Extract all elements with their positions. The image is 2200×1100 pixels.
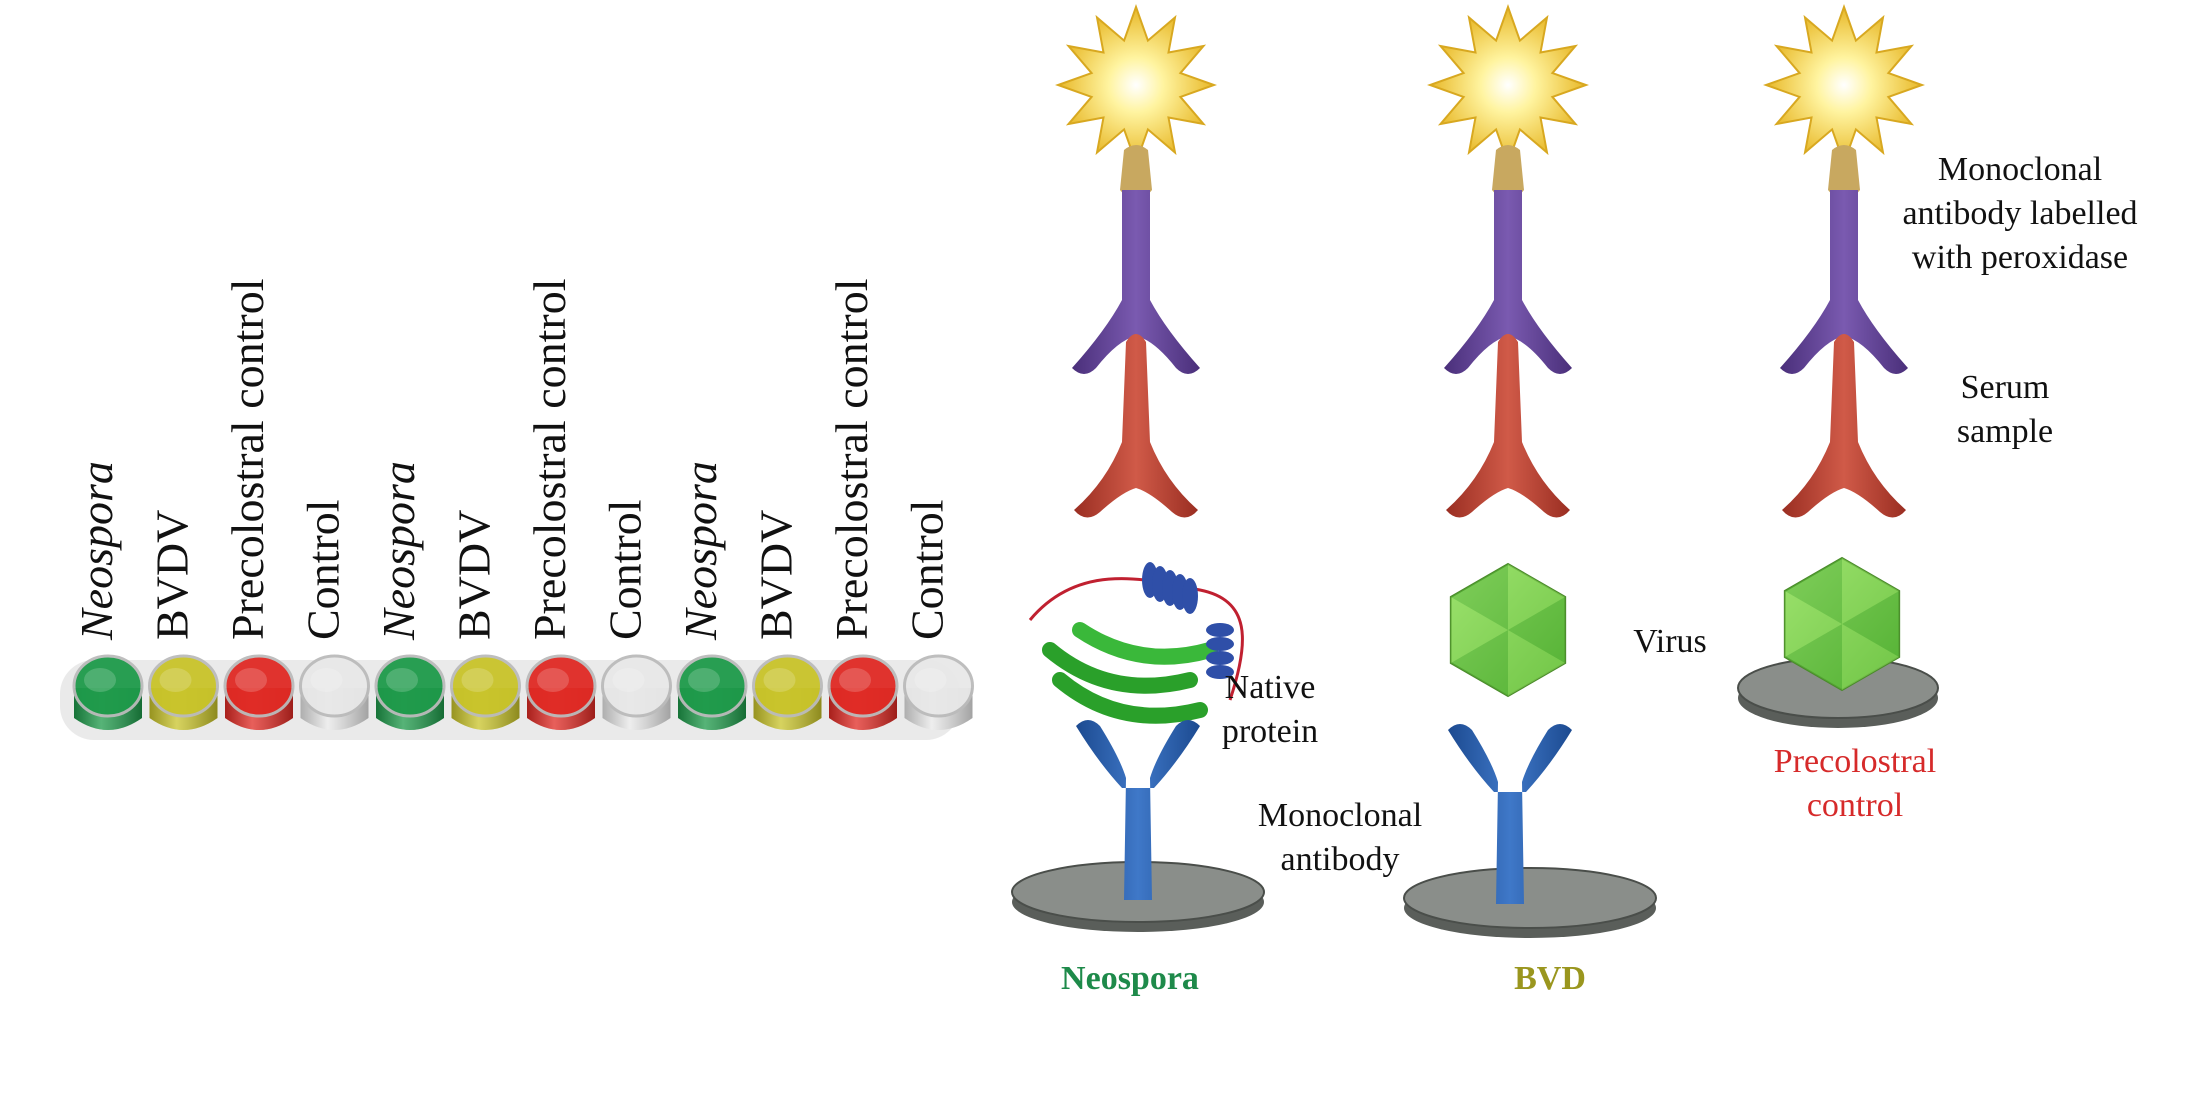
virus-facet [1784, 558, 1842, 624]
well-highlight [612, 668, 645, 692]
antibody-tip [1828, 145, 1860, 200]
protein-helix [1206, 665, 1234, 679]
well [223, 654, 295, 730]
well-highlight [84, 668, 116, 692]
well [676, 654, 748, 730]
well-highlight [386, 668, 418, 692]
well-highlight [914, 668, 947, 692]
well-highlight [159, 668, 192, 692]
well-highlight [235, 668, 267, 692]
well-label: BVDV [146, 509, 198, 640]
protein-loop [1028, 577, 1244, 701]
well [601, 654, 672, 730]
plate-surface [1403, 867, 1657, 929]
neospora-column-label: Neospora [1061, 960, 1199, 997]
virus-facet [1450, 630, 1508, 696]
well-label: Precolostral control [222, 278, 273, 640]
well-top [148, 654, 219, 718]
labelled-antibody [1072, 190, 1200, 374]
well [72, 654, 144, 730]
well-highlight [839, 668, 871, 692]
well-label: Neospora [675, 461, 726, 640]
precolostral-control-label: Precolostral control [1773, 743, 1937, 824]
well-label: BVDV [448, 509, 500, 640]
well-top [676, 654, 748, 718]
well [752, 654, 823, 730]
well [148, 654, 219, 730]
protein-strand [1072, 622, 1218, 665]
bvd-column [1403, 4, 1657, 938]
protein-helix [1206, 651, 1234, 665]
protein-helix [1206, 623, 1234, 637]
bvd-column-label: BVD [1514, 960, 1586, 997]
precolostral-column [1737, 4, 1939, 728]
well-top [450, 654, 521, 718]
serum-antibody [1782, 334, 1906, 518]
antibody-tip [1120, 145, 1152, 200]
virus-facet [1450, 564, 1508, 630]
well [299, 654, 370, 730]
monoclonal-antibody-label: Monoclonal antibody [1257, 797, 1423, 878]
virus-facet [1508, 564, 1566, 630]
neospora-column [1011, 4, 1265, 932]
peroxidase-star [1763, 4, 1925, 166]
peroxidase-star [1427, 4, 1589, 166]
labelled-antibody [1780, 190, 1908, 374]
well [903, 654, 974, 730]
well-label: Neospora [71, 461, 122, 640]
virus-label: Virus [1633, 623, 1707, 660]
protein-helix [1182, 578, 1198, 614]
virus-facet [1842, 624, 1900, 690]
well-top [827, 654, 899, 718]
well [827, 654, 899, 730]
capture-antibody [1448, 724, 1572, 904]
well-label: Control [599, 499, 651, 640]
virus-facet [1842, 558, 1900, 624]
protein-helix [1206, 637, 1234, 651]
protein-strand [1042, 642, 1198, 694]
well-top [72, 654, 144, 718]
well-highlight [310, 668, 343, 692]
well-label: BVDV [750, 509, 802, 640]
well [374, 654, 446, 730]
labelled-antibody [1444, 190, 1572, 374]
virus-facet [1450, 597, 1508, 663]
well-highlight [461, 668, 494, 692]
well-label: Precolostral control [524, 278, 575, 640]
serum-sample-label: Serum sample [1956, 369, 2054, 450]
well-top [299, 654, 370, 718]
monoclonal-labelled-label: Monoclonal antibody labelled with peroxi… [1902, 151, 2138, 276]
antibody-tip [1492, 145, 1524, 200]
well [525, 654, 597, 730]
well-label: Precolostral control [826, 278, 877, 640]
well-highlight [688, 668, 720, 692]
peroxidase-star [1055, 4, 1217, 166]
native-protein-label: Native protein [1221, 669, 1319, 750]
virus-facet [1842, 591, 1900, 657]
virus-facet [1508, 630, 1566, 696]
well-top [601, 654, 672, 718]
virus-facet [1508, 597, 1566, 663]
well-highlight [763, 668, 796, 692]
well [450, 654, 521, 730]
virus-facet [1784, 624, 1842, 690]
well-top [223, 654, 295, 718]
well-strip [60, 654, 974, 740]
well-top [903, 654, 974, 718]
capture-antibody [1076, 720, 1200, 900]
serum-antibody [1074, 334, 1198, 518]
serum-antibody [1446, 334, 1570, 518]
well-highlight [537, 668, 569, 692]
well-label: Neospora [373, 461, 424, 640]
well-top [525, 654, 597, 718]
well-top [752, 654, 823, 718]
well-label: Control [901, 499, 953, 640]
well-top [374, 654, 446, 718]
protein-strand [1052, 672, 1208, 724]
virus-facet [1784, 591, 1842, 657]
well-label: Control [297, 499, 349, 640]
